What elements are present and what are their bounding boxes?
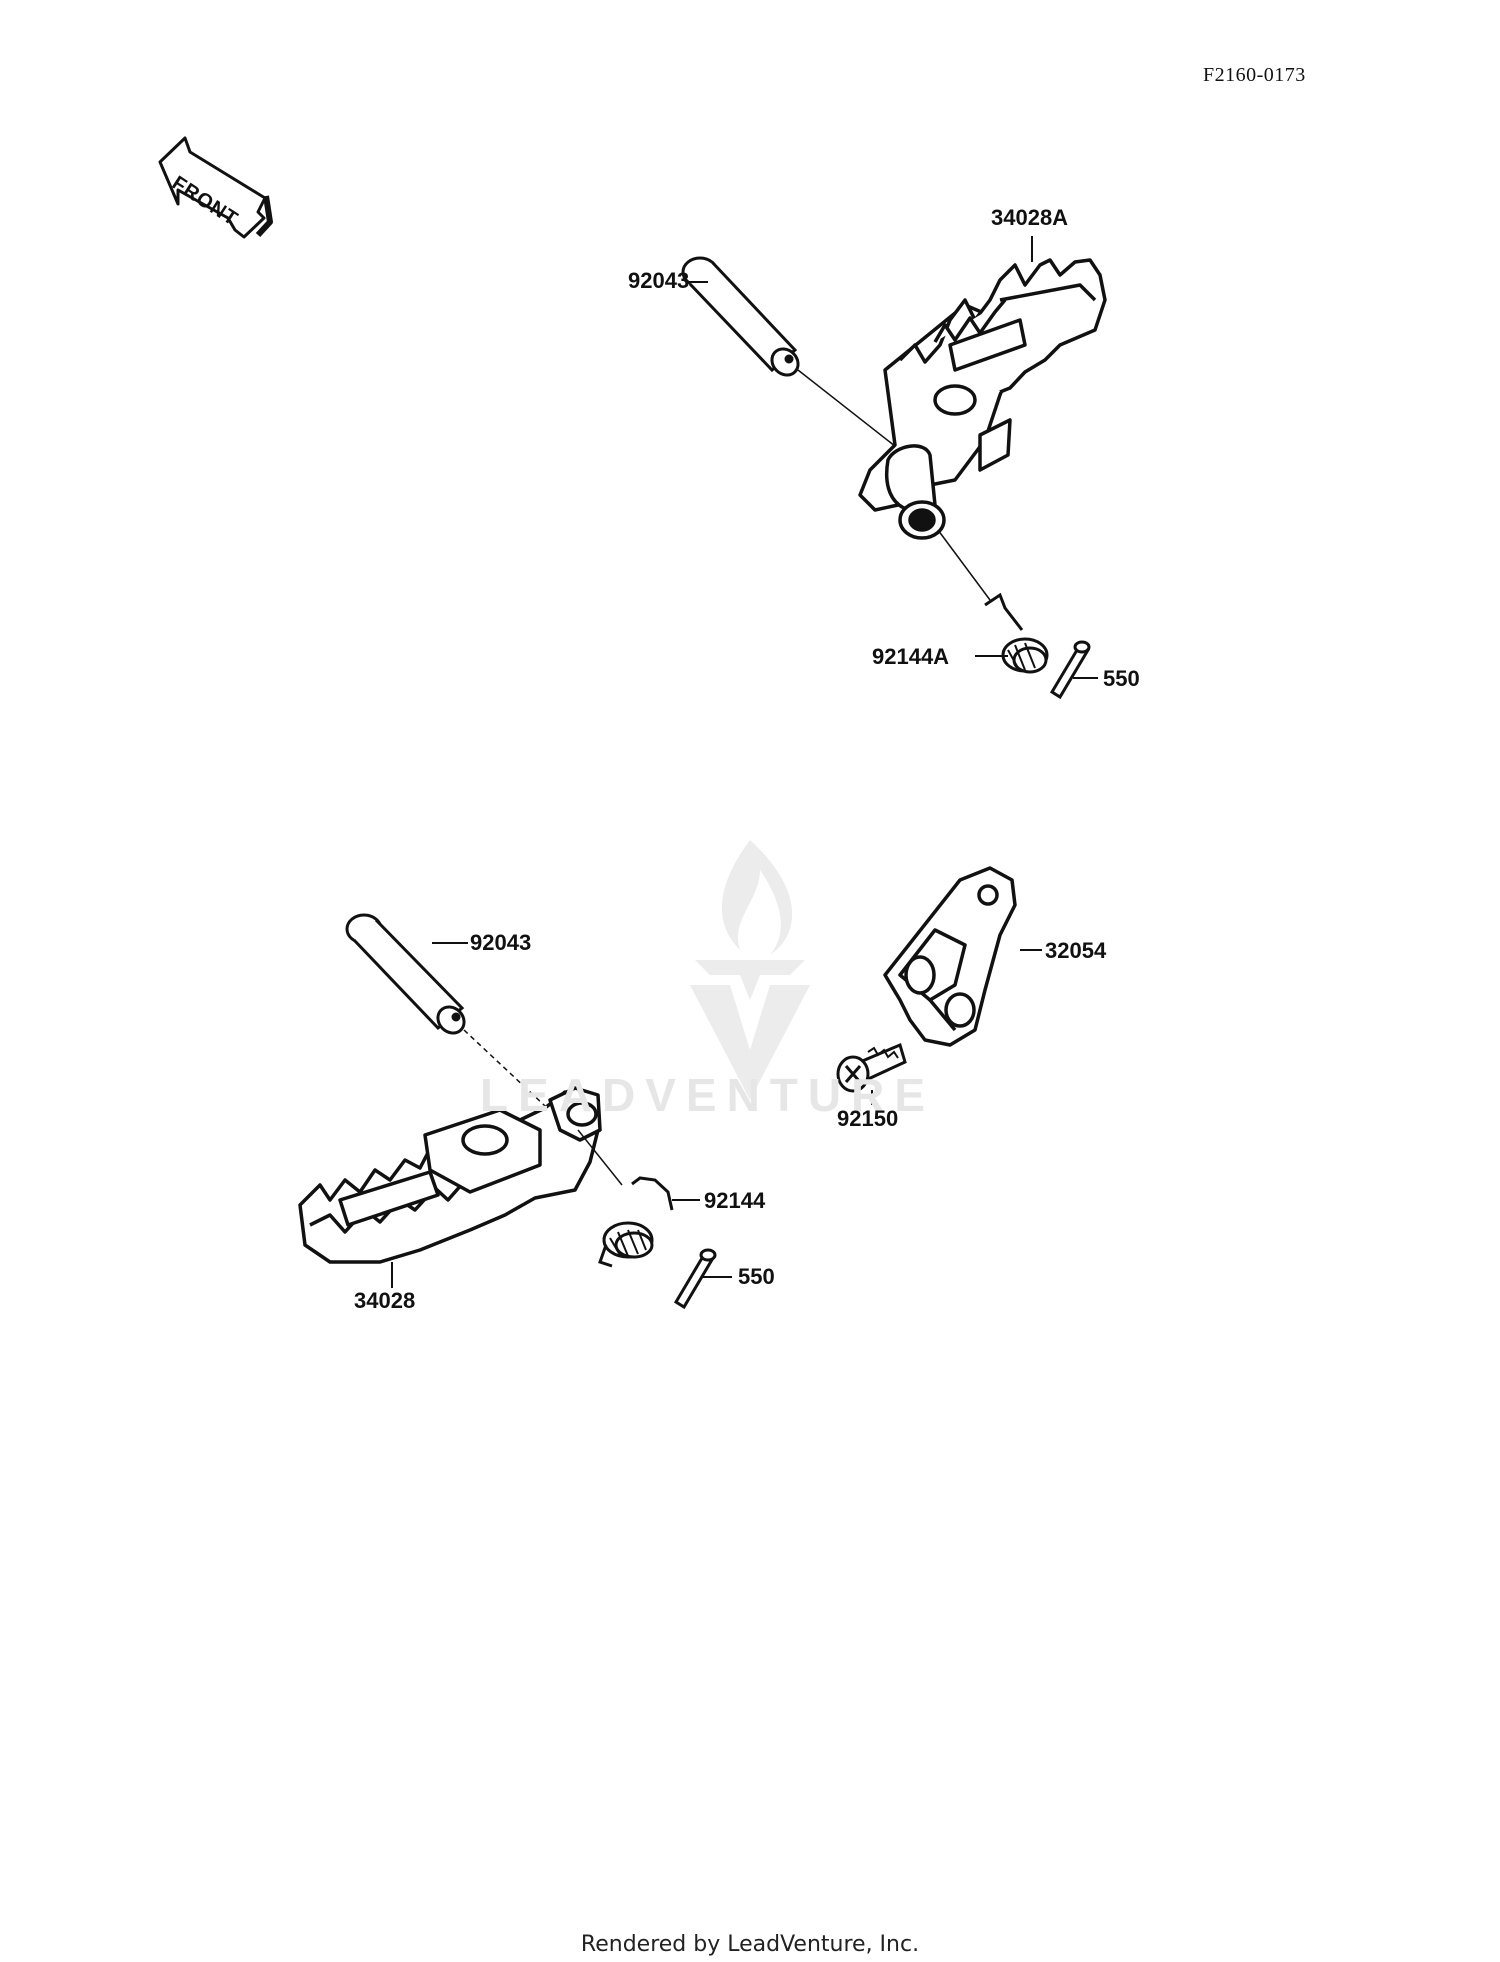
label-upper-spring: 92144A xyxy=(872,644,950,669)
bolt-drawing xyxy=(836,1042,907,1093)
upper-footpeg-drawing xyxy=(858,258,1107,540)
figure-code: F2160-0173 xyxy=(1203,64,1306,86)
lower-pin-axis-line xyxy=(463,1029,561,1121)
label-lower-pin: 92043 xyxy=(470,930,532,955)
label-bracket: 32054 xyxy=(1045,938,1107,963)
label-upper-cotter-pin: 550 xyxy=(1103,666,1140,691)
lower-spring-drawing xyxy=(577,1129,674,1268)
lower-pin-drawing xyxy=(345,913,466,1035)
label-upper-pin: 92043 xyxy=(628,268,690,293)
watermark-logo xyxy=(690,840,810,1100)
label-lower-cotter-pin: 550 xyxy=(738,1264,775,1289)
upper-pin-axis-line xyxy=(797,369,901,451)
label-lower-footpeg: 34028 xyxy=(354,1288,416,1313)
label-bolt: 92150 xyxy=(837,1106,899,1131)
upper-leaders xyxy=(686,236,1098,679)
label-lower-spring: 92144 xyxy=(704,1188,766,1213)
watermark-text: LEADVENTURE xyxy=(480,1069,936,1121)
lower-footpeg-drawing xyxy=(298,1086,602,1264)
footer-credit: Rendered by LeadVenture, Inc. xyxy=(580,1932,920,1957)
front-arrow xyxy=(158,136,273,239)
upper-cotter-pin-drawing xyxy=(1049,640,1091,700)
lower-leaders xyxy=(391,942,1042,1288)
upper-pin-drawing xyxy=(681,256,800,377)
label-upper-footpeg: 34028A xyxy=(991,205,1069,230)
upper-spring-drawing xyxy=(937,529,1049,674)
lower-cotter-pin-drawing xyxy=(673,1248,717,1310)
bracket-drawing xyxy=(883,866,1017,1047)
